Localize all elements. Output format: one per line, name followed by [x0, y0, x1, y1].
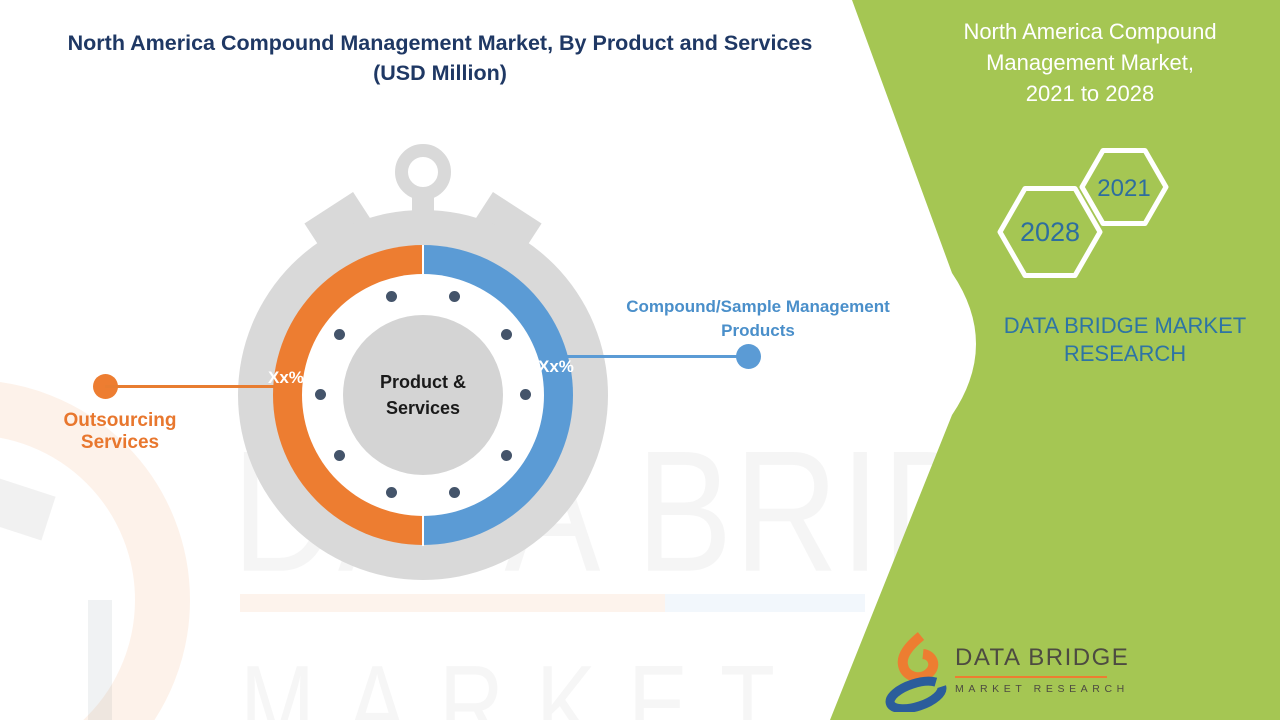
dbmr-logo-tagline: MARKET RESEARCH [955, 683, 1129, 695]
dbmr-logo-brand: DATA BRIDGE [955, 644, 1130, 671]
watermark-orange-band [240, 594, 665, 612]
orange-leader-line [105, 385, 275, 388]
left-segment-value: Xx% [268, 368, 304, 387]
tick-dot [520, 389, 531, 400]
hexagon-2028-label: 2028 [1020, 217, 1080, 247]
side-panel-brand-line2: RESEARCH [1063, 341, 1187, 366]
donut-center-label-line1: Product & [379, 372, 466, 392]
tick-dot [315, 389, 326, 400]
right-segment-label-line1: Compound/Sample Management [626, 297, 890, 316]
right-segment-label: Compound/Sample Management Products [612, 295, 904, 343]
tick-dot [386, 487, 397, 498]
side-panel-heading-line1: North America Compound [963, 19, 1217, 44]
dbmr-logo-rule [955, 676, 1107, 678]
left-segment-label: Outsourcing Services [63, 410, 177, 453]
tick-dot [501, 450, 512, 461]
side-panel-heading-line2: Management Market, [986, 50, 1194, 75]
side-panel-brand-line1: DATA BRIDGE MARKET [1003, 313, 1247, 338]
blue-leader-dot [736, 344, 761, 369]
donut-center: Product & Services [343, 315, 503, 475]
hexagon-2021-label: 2021 [1097, 175, 1150, 202]
tick-dot [449, 291, 460, 302]
blue-leader-line [552, 355, 738, 358]
hexagon-2021-icon [1079, 148, 1169, 226]
tick-dot [386, 291, 397, 302]
side-panel-heading: North America Compound Management Market… [920, 16, 1260, 109]
dbmr-logo-icon [885, 632, 947, 712]
side-panel-heading-line3: 2021 to 2028 [1025, 81, 1155, 106]
right-segment-label-line2: Products [721, 321, 795, 340]
tick-dot [449, 487, 460, 498]
donut-seam-top [422, 245, 424, 276]
dbmr-logo: DATA BRIDGE MARKET RESEARCH [885, 632, 1135, 714]
donut-center-label: Product & Services [380, 369, 466, 421]
tick-dot [334, 450, 345, 461]
page-title: North America Compound Management Market… [20, 28, 860, 88]
side-panel-brand: DATA BRIDGE MARKET RESEARCH [950, 312, 1280, 368]
stopwatch-crown-icon [395, 144, 451, 200]
year-hexagons: 2028 2021 [997, 148, 1169, 278]
watermark-blue-bar [88, 600, 112, 720]
page-title-line1: North America Compound Management Market… [67, 31, 813, 55]
hexagon-2028-icon [997, 186, 1103, 278]
right-segment-value: Xx% [538, 357, 574, 376]
tick-dot [334, 329, 345, 340]
donut-center-label-line2: Services [385, 398, 461, 418]
donut-seam-bottom [422, 515, 424, 546]
watermark-blue-band [665, 594, 865, 612]
page-title-line2: (USD Million) [373, 61, 507, 85]
tick-dot [501, 329, 512, 340]
